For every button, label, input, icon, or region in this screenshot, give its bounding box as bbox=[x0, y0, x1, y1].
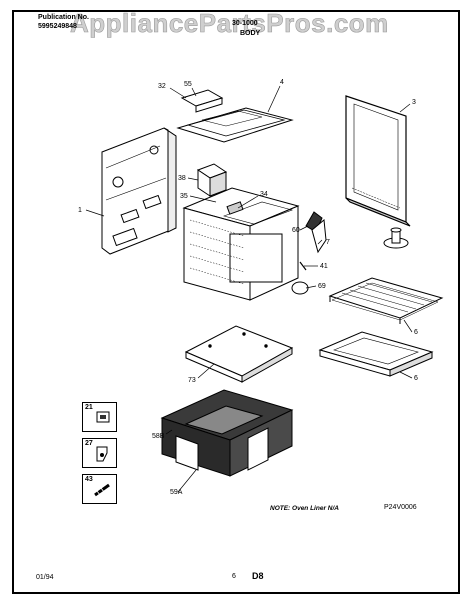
callout-59A: 59A bbox=[170, 489, 183, 496]
callout-58B: 58B bbox=[152, 433, 165, 440]
callout-6-pan: 6 bbox=[414, 375, 418, 382]
callout-38: 38 bbox=[178, 175, 186, 182]
hinge-parts bbox=[291, 211, 327, 295]
watermark-text: AppliancePartsPros.com bbox=[70, 8, 389, 39]
oven-rack bbox=[328, 277, 444, 324]
publication-number: 5995249848 bbox=[38, 23, 77, 30]
callout-34: 34 bbox=[260, 191, 268, 198]
kit-label-27: 27 bbox=[85, 440, 93, 447]
kit-box-43: 43 bbox=[82, 474, 117, 504]
callout-1: 1 bbox=[78, 207, 82, 214]
vent-duct bbox=[196, 163, 228, 197]
oven-liner-note: NOTE: Oven Liner N/A bbox=[270, 505, 339, 512]
callout-6-rack: 6 bbox=[414, 329, 418, 336]
callout-69: 69 bbox=[318, 283, 326, 290]
callout-41: 41 bbox=[320, 263, 328, 270]
callout-35: 35 bbox=[180, 193, 188, 200]
callout-32: 32 bbox=[158, 83, 166, 90]
kit-box-21: 21 bbox=[82, 402, 117, 432]
broiler-pan bbox=[318, 331, 434, 377]
footer-page: 6 bbox=[232, 573, 236, 580]
footer-code: D8 bbox=[252, 571, 264, 581]
page-border bbox=[12, 10, 460, 594]
leveling-leg bbox=[383, 227, 409, 249]
callout-60: 60 bbox=[292, 227, 300, 234]
top-bracket bbox=[180, 89, 224, 113]
screw-icon bbox=[94, 483, 110, 497]
figure-code: P24V0006 bbox=[384, 504, 417, 511]
insulation-blanket bbox=[160, 389, 294, 477]
door-frame bbox=[345, 95, 411, 227]
leader-lines bbox=[85, 85, 413, 493]
callout-7: 7 bbox=[326, 239, 330, 246]
bracket-clip-icon bbox=[96, 446, 108, 462]
bottom-panel bbox=[184, 325, 294, 383]
rear-panel bbox=[101, 127, 177, 255]
callout-4: 4 bbox=[280, 79, 284, 86]
top-panel bbox=[176, 107, 294, 143]
callout-55: 55 bbox=[184, 81, 192, 88]
oven-cabinet bbox=[182, 187, 300, 301]
publication-label: Publication No. bbox=[38, 14, 89, 21]
callout-3: 3 bbox=[412, 99, 416, 106]
kit-label-43: 43 bbox=[85, 476, 93, 483]
section-title: BODY bbox=[240, 30, 261, 37]
model-code: 30-1000 bbox=[232, 20, 258, 27]
kit-box-27: 27 bbox=[82, 438, 117, 468]
callout-numbers: 32 55 4 3 38 35 34 1 60 7 41 69 6 6 73 5… bbox=[78, 79, 418, 496]
clip-icon bbox=[96, 411, 110, 423]
kit-label-21: 21 bbox=[85, 404, 93, 411]
callout-73: 73 bbox=[188, 377, 196, 384]
footer-date: 01/94 bbox=[36, 574, 54, 581]
